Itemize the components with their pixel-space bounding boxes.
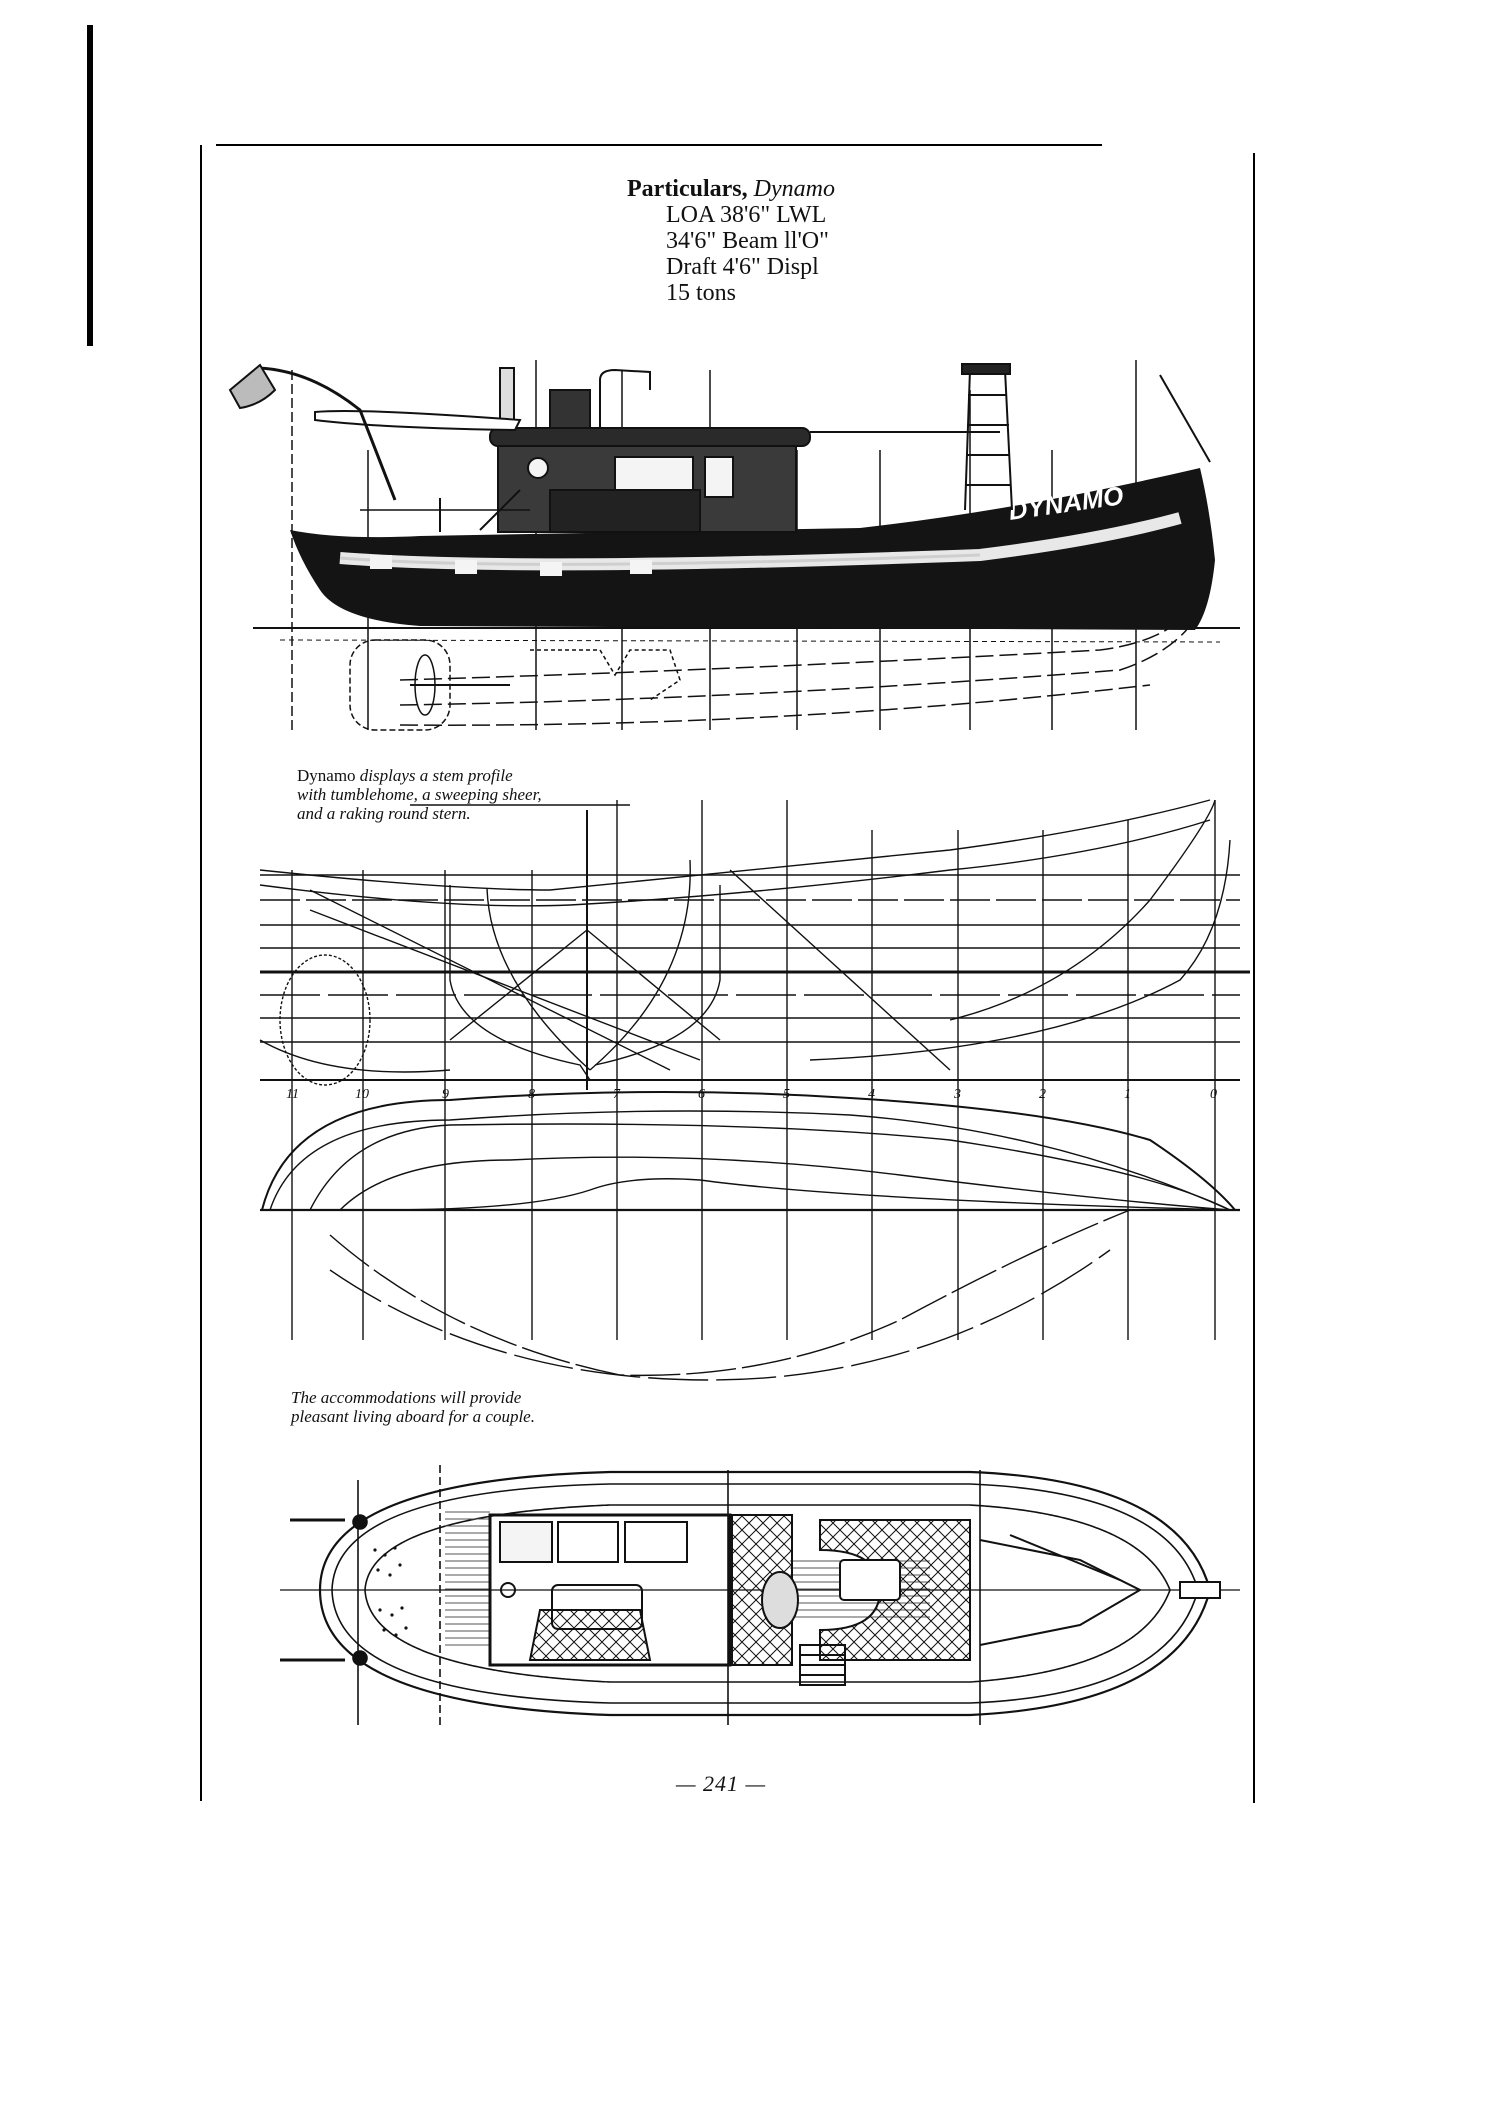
lines-plan-drawing: 11 10 9 8 7 6 5 4 3 2 1 0: [259, 799, 1250, 1381]
caption-text-line-3: and a raking round stern.: [297, 804, 471, 823]
station-label: 0: [1210, 1087, 1217, 1102]
page-number: — 241 —: [676, 1771, 767, 1796]
caption-text-line-1: displays a stem profile: [359, 766, 513, 785]
station-label: 7: [613, 1087, 621, 1102]
station-label: 9: [442, 1087, 449, 1102]
station-label: 5: [783, 1087, 790, 1102]
top-rule: [216, 144, 1102, 146]
particulars-block: Particulars, Dynamo LOA 38'6" LWL 34'6" …: [627, 176, 835, 306]
caption-text-line-2: with tumblehome, a sweeping sheer,: [297, 785, 542, 804]
scan-edge-bar: [87, 25, 93, 346]
accommodation-plan-drawing: [280, 1465, 1240, 1725]
station-label: 10: [355, 1087, 369, 1102]
station-label: 4: [868, 1087, 875, 1102]
left-margin-rule: [200, 145, 202, 1801]
profile-drawing: DYNAMO: [228, 360, 1240, 731]
vessel-name: Dynamo: [753, 176, 835, 202]
accommodation-caption: The accommodations will provide pleasant…: [291, 1388, 535, 1426]
accommodation-caption-line-1: The accommodations will provide: [291, 1388, 522, 1407]
spec-line-draft: Draft 4'6" Displ: [666, 254, 819, 280]
station-label: 11: [286, 1087, 299, 1102]
caption-vessel-name: Dynamo: [297, 766, 356, 785]
spec-line-displacement: 15 tons: [666, 280, 737, 306]
particulars-title: Particulars, Dynamo: [627, 176, 835, 202]
station-label: 2: [1039, 1087, 1046, 1102]
particulars-label: Particulars,: [627, 176, 748, 202]
station-label: 8: [528, 1087, 535, 1102]
right-margin-rule: [1253, 153, 1255, 1803]
hull-shape: [290, 468, 1215, 630]
spec-line-beam: 34'6" Beam ll'O": [666, 228, 829, 254]
station-label: 3: [953, 1087, 961, 1102]
accommodation-caption-line-2: pleasant living aboard for a couple.: [291, 1407, 535, 1426]
lines-plan-caption: Dynamo displays a stem profile with tumb…: [297, 766, 542, 823]
spec-line-loa: LOA 38'6" LWL: [666, 202, 827, 228]
station-label: 6: [698, 1087, 705, 1102]
station-label: 1: [1124, 1087, 1131, 1102]
